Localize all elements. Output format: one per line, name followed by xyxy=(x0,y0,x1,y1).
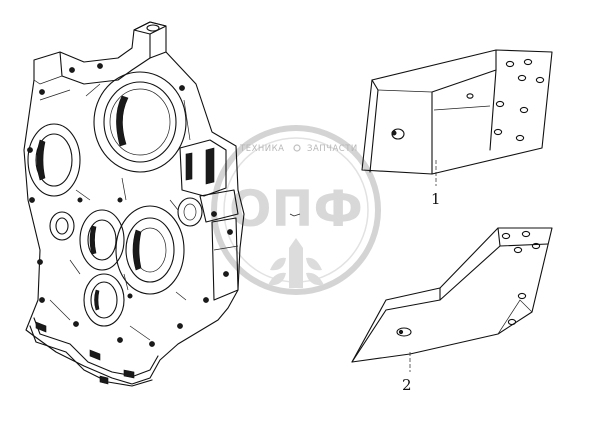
callout-label-1: 1 xyxy=(431,190,441,208)
part-2-plate: 2 xyxy=(351,227,553,394)
watermark-top-left: ТЕХНИКА xyxy=(239,144,285,154)
watermark-logo: ОПФ xyxy=(229,180,363,238)
bolt-holes xyxy=(27,63,233,347)
watermark-top-right: ЗАПЧАСТИ xyxy=(307,144,358,154)
part-2-holes xyxy=(501,230,541,326)
part-1-plate: 1 xyxy=(361,49,553,208)
wheat-emblem-icon xyxy=(268,238,324,288)
gear-housing-cover xyxy=(23,21,301,387)
watermark-dot-icon xyxy=(293,144,301,152)
part-1-holes xyxy=(466,58,545,142)
callout-label-2: 2 xyxy=(402,376,412,394)
watermark: ТЕХНИКА ЗАПЧАСТИ ОПФ xyxy=(211,125,381,295)
